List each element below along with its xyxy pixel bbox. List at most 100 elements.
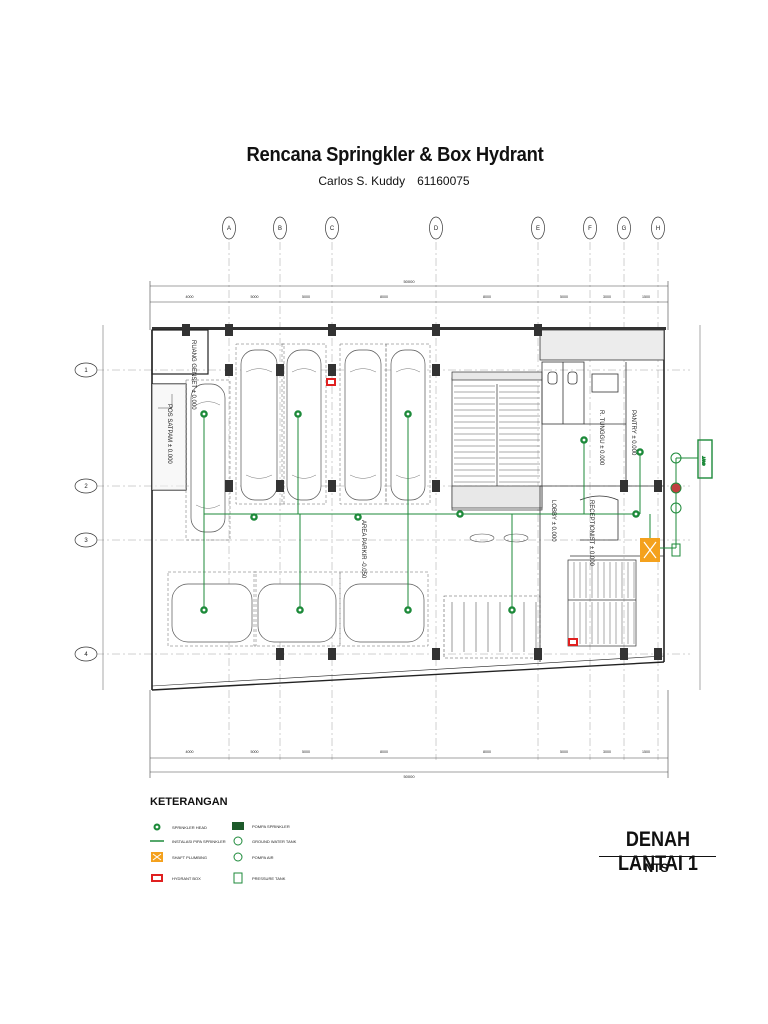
ground-water-tank-icon (233, 836, 243, 846)
span-dimension-label: 3000 (603, 750, 611, 754)
parked-cars-horizontal (171, 583, 425, 643)
grid-col-label: G (622, 226, 627, 232)
motorcycle-bays (443, 533, 541, 659)
room-label-area-parkir: AREA PARKIR -0.050 (360, 520, 366, 579)
reception-area (539, 485, 664, 662)
legend-title: KETERANGAN (150, 796, 228, 808)
grid-bubble (222, 216, 236, 240)
span-dimension-label: 1500 (642, 750, 650, 754)
parked-cars-vertical (190, 349, 426, 533)
grid-col-label: D (434, 226, 439, 232)
dimension-lines-top (149, 281, 669, 330)
structural-column (328, 364, 336, 376)
author-name: Carlos S. Kuddy (318, 174, 406, 188)
span-dimension-label: 1500 (642, 295, 650, 299)
overall-dimension-bottom: 50000 (403, 774, 415, 779)
service-rooms (151, 329, 209, 491)
second-stair (567, 559, 637, 647)
grid-col-label: B (278, 226, 282, 232)
drawing-title: Rencana Springkler & Box Hydrant (246, 144, 544, 166)
sprinkler-heads (200, 410, 644, 614)
structural-column (534, 324, 542, 336)
stair-treads (454, 385, 540, 483)
room-label-receptionist: RECEPTIONIST ± 0.000 (588, 500, 594, 567)
pressure-tank-icon (671, 543, 681, 557)
legend-label-hydrant-box: HYDRANT BOX (172, 876, 201, 881)
structural-column (276, 648, 284, 660)
sheet-name-underline (599, 856, 716, 857)
water-pump-icon (670, 452, 682, 464)
structural-column (620, 648, 628, 660)
grid-col-label: H (656, 226, 660, 232)
legend-label-shaft: SHAFT PLUMBING (172, 855, 208, 860)
drawing-subtitle: Carlos S. Kuddy 61160075 (0, 174, 768, 188)
legend-label-sprinkler-head: SPRINKLER HEAD (172, 825, 207, 830)
structural-column (276, 364, 284, 376)
sheet-scale: NTS (644, 861, 669, 875)
grid-col-label: C (330, 226, 335, 232)
grid-bubble (583, 216, 597, 240)
structural-column (328, 648, 336, 660)
legend-label-water-pump: POMPA AIR (252, 855, 274, 860)
legend-label-pressure-tank: PRESSURE TANK (252, 876, 286, 881)
span-dimension-label: 3000 (603, 295, 611, 299)
structural-column (225, 364, 233, 376)
structural-column (432, 364, 440, 376)
span-dimension-label: 5000 (560, 750, 568, 754)
grid-bubble (651, 216, 665, 240)
structural-column (432, 648, 440, 660)
svg-text:GWT: GWT (701, 456, 706, 466)
pressure-tank-icon (233, 872, 243, 884)
grid-bubble (74, 362, 98, 378)
sheet-name: DENAH LANTAI 1 (618, 828, 698, 875)
water-pump-icon (233, 852, 243, 862)
span-dimension-label: 8000 (380, 750, 388, 754)
structural-column (654, 480, 662, 492)
span-dimensions: 4000400050005000500050008000800080008000… (186, 295, 651, 754)
structural-column (432, 480, 440, 492)
toilet-block (539, 329, 665, 486)
pump-sprinkler-icon (232, 822, 244, 830)
grid-bubble (74, 646, 98, 662)
structural-column (654, 648, 662, 660)
pump-room-equipment: GWT (670, 439, 713, 557)
grid-bubble (74, 532, 98, 548)
door-swing-pos (158, 394, 173, 409)
structural-column (182, 324, 190, 336)
span-dimension-label: 4000 (186, 295, 194, 299)
ground-water-tank-icon (697, 439, 713, 479)
grid-bubble (74, 478, 98, 494)
overall-dimension-top: 50000 (403, 279, 415, 284)
grid-bubble (531, 216, 545, 240)
structural-columns (182, 324, 662, 660)
student-id: 61160075 (417, 174, 470, 188)
grid-col-label: F (588, 226, 592, 232)
span-dimension-label: 5000 (251, 295, 259, 299)
span-dimension-label: 8000 (483, 750, 491, 754)
span-dimension-label: 8000 (483, 295, 491, 299)
span-dimension-label: 5000 (302, 295, 310, 299)
grid-row-label: 2 (84, 484, 88, 490)
grid-bubble (273, 216, 287, 240)
room-label-genset: RUANG GENSET ± 0.000 (190, 340, 196, 410)
structural-column (432, 324, 440, 336)
span-dimension-label: 5000 (251, 750, 259, 754)
span-dimension-label: 5000 (560, 295, 568, 299)
structural-column (534, 648, 542, 660)
grid-row-label: 4 (84, 652, 88, 658)
dimension-lines-bottom (149, 690, 669, 778)
grid-col-label: E (536, 226, 540, 232)
second-stair-treads (573, 562, 635, 644)
hydrant-boxes (326, 378, 578, 646)
legend-label-ground-water-tank: GROUND WATER TANK (252, 839, 297, 844)
structural-column (225, 324, 233, 336)
shaft-plumbing (640, 538, 660, 562)
structural-column (620, 480, 628, 492)
structural-column (328, 480, 336, 492)
grid-bubble (429, 216, 443, 240)
main-stair (451, 371, 543, 511)
room-label-pantry: PANTRY ± 0.000 (630, 410, 636, 456)
structural-column (276, 480, 284, 492)
